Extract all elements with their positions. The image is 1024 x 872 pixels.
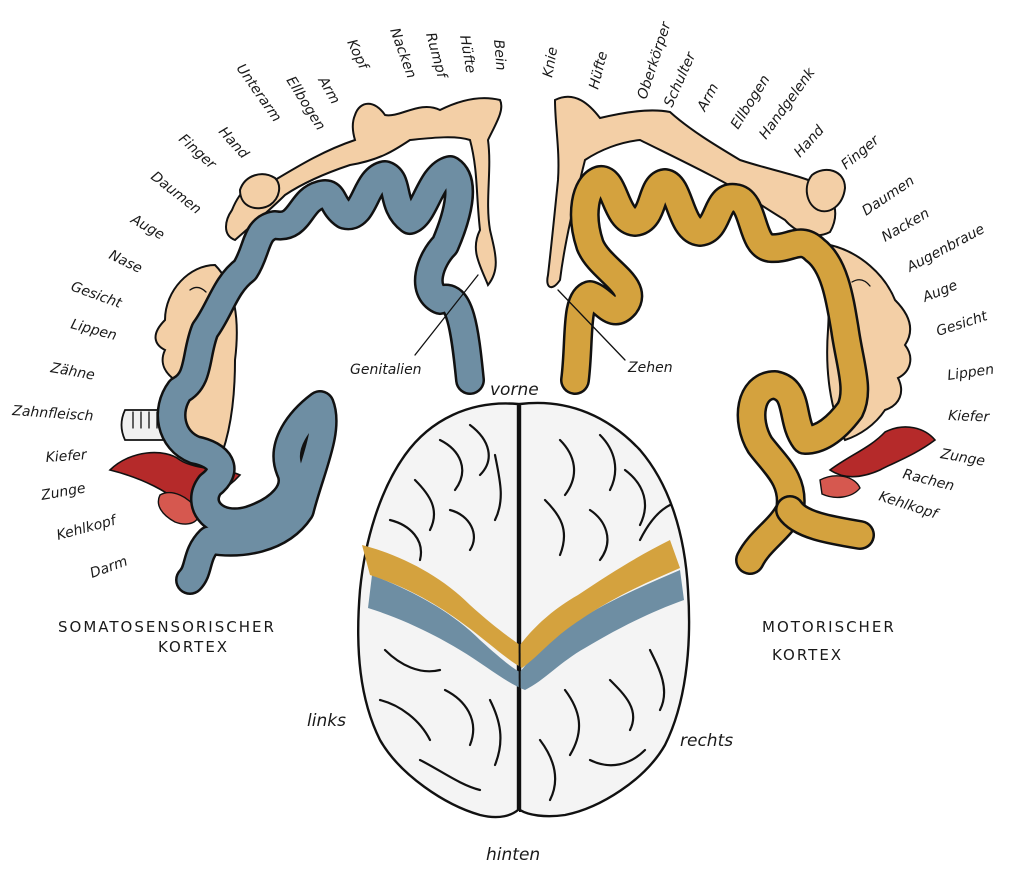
direction-back: hinten [486,845,540,865]
motor-label: Zunge [938,446,986,470]
direction-front: vorne [490,380,539,400]
somatosensory-label: Lippen [69,316,118,344]
genitalien-callout: Genitalien [350,362,422,378]
somatosensory-larynx [157,491,199,525]
motor-label: Daumen [859,173,917,219]
somatosensory-label: Kehlkopf [55,512,120,544]
motor-label: Augenbraue [903,221,987,276]
somatosensory-label: Auge [127,211,167,243]
somatosensory-label: Kopf [343,37,372,74]
motor-label: Hand [791,122,828,160]
direction-right: rechts [680,731,733,751]
motor-label: Kehlkopf [877,489,941,524]
somatosensory-label: Rumpf [422,31,450,82]
somatosensory-label: Finger [175,131,219,173]
somatosensory-label: Arm [314,73,343,107]
motor-label: Nacken [879,205,932,245]
somatosensory-label: Unterarm [233,61,285,125]
somatosensory-label: Daumen [148,169,205,218]
somatosensory-label: Gesicht [69,279,124,312]
somatosensory-homunculus-hand [238,173,281,210]
motor-label: Schulter [661,49,700,110]
brain-sensory-band [368,570,684,690]
somatosensory-cortex-strip-fill [159,157,483,593]
somatosensory-label: Zahnfleisch [11,403,94,425]
motor-label: Rachen [901,466,956,494]
genitalien-callout-line [414,274,479,356]
motor-label: Finger [838,132,883,173]
motor-label: Lippen [946,362,995,384]
brain-motor-band [362,540,680,668]
somatosensory-label: Bein [490,39,509,71]
somatosensory-label: Zunge [39,480,87,504]
motor-homunculus-hand [805,168,847,213]
motor-label: Gesicht [934,308,990,340]
motor-label: Auge [920,277,960,306]
somatosensory-title-line2: KORTEX [158,638,229,656]
direction-left: links [307,711,346,731]
motor-larynx [819,475,861,499]
brain-gyri [378,423,672,802]
brain-top-view [356,401,691,819]
somatosensory-label: Kiefer [45,447,88,466]
zehen-callout: Zehen [627,360,673,376]
motor-label: Hüfte [586,50,611,91]
somatosensory-label: Darm [88,553,130,581]
zehen-callout-line [557,289,626,361]
motor-label: Knie [540,46,561,79]
motor-title-line1: MOTORISCHER [762,618,896,636]
motor-tongue [828,426,937,478]
motor-eye-icon [851,279,871,287]
somatosensory-label: Hüfte [456,34,478,75]
somatosensory-label: Nase [106,247,144,277]
motor-title-line2: KORTEX [772,646,843,664]
somatosensory-label: Hand [215,124,252,162]
somatosensory-label: Nacken [386,26,419,81]
motor-cortex-strip-fill [562,167,867,573]
motor-label: Kiefer [948,408,991,425]
somatosensory-eye-icon [189,286,207,293]
somatosensory-title-line1: SOMATOSENSORISCHER [58,618,276,636]
motor-label: Arm [694,81,722,115]
somatosensory-label: Zähne [48,360,96,384]
